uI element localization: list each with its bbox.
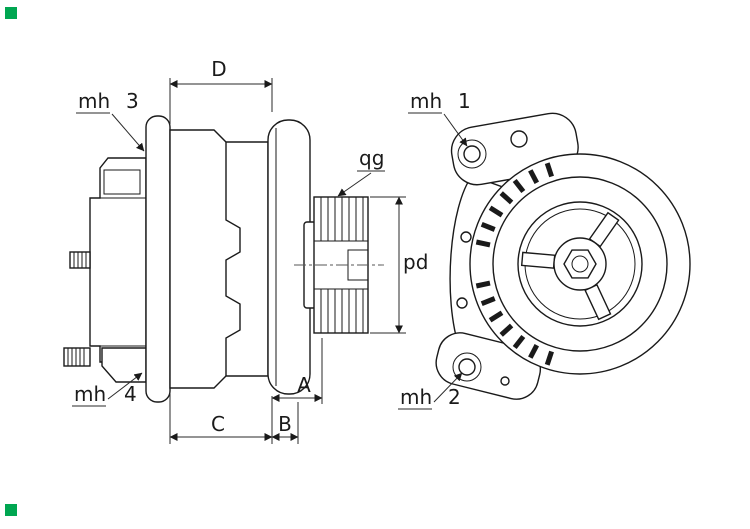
small-hole-left-lower <box>456 297 468 309</box>
stator-body <box>169 129 269 389</box>
small-hole-left-upper <box>460 231 472 243</box>
dimension-d: D <box>169 57 273 124</box>
dim-label-b: B <box>278 412 292 436</box>
callout-mh-4: mh 4 <box>72 372 143 407</box>
mounting-hole-bottom <box>458 358 476 376</box>
dim-label-pd: pd <box>403 250 428 274</box>
hub-circle <box>553 237 607 291</box>
ventilation-slots <box>475 162 554 366</box>
callout-mh-1: mh 1 <box>408 89 471 147</box>
label-qg: qg <box>359 146 384 170</box>
poly-v-pulley <box>294 196 384 334</box>
callout-number: 1 <box>458 89 471 113</box>
mounting-hole-top-left <box>463 145 481 163</box>
callout-prefix: mh <box>400 385 432 409</box>
corner-marker-top-left <box>5 7 17 19</box>
mounting-boss-top <box>457 139 487 169</box>
dimension-c: C <box>169 394 273 444</box>
small-hole-bottom <box>500 376 510 386</box>
callout-number: 4 <box>124 382 137 406</box>
callout-prefix: mh <box>78 89 110 113</box>
terminal-block <box>103 169 141 195</box>
stud-top <box>69 251 91 269</box>
callout-mh-3: mh 3 <box>76 89 145 152</box>
callout-number: 3 <box>126 89 139 113</box>
shaft-center-hole <box>571 255 589 273</box>
dimension-pd: pd <box>370 196 428 334</box>
callout-prefix: mh <box>74 382 106 406</box>
body-step-contour <box>225 142 241 376</box>
dim-label-a: A <box>297 373 311 397</box>
dimension-b: B <box>271 402 299 444</box>
bracket-face-circle <box>492 176 668 352</box>
mounting-lug-bottom <box>101 347 147 383</box>
mounting-hole-top-right <box>510 130 528 148</box>
dim-label-d: D <box>211 57 226 81</box>
callout-number: 2 <box>448 385 461 409</box>
alternator-side-view <box>63 115 384 403</box>
shaft-nut-hex <box>563 249 597 279</box>
rear-flange <box>145 115 171 403</box>
dim-label-c: C <box>211 412 225 436</box>
rear-housing <box>89 157 147 363</box>
corner-markers <box>5 7 17 516</box>
dimensions: D A C B pd qg <box>72 57 471 444</box>
alternator-front-view <box>435 112 691 400</box>
stud-bottom <box>63 347 91 367</box>
mounting-boss-bottom <box>452 352 482 382</box>
pulley-outer-circle <box>517 201 643 327</box>
corner-marker-bottom-left <box>5 504 17 516</box>
callout-mh-2: mh 2 <box>398 372 463 410</box>
callout-qg: qg <box>337 146 385 197</box>
dimension-a: A <box>271 338 323 444</box>
callout-prefix: mh <box>410 89 442 113</box>
